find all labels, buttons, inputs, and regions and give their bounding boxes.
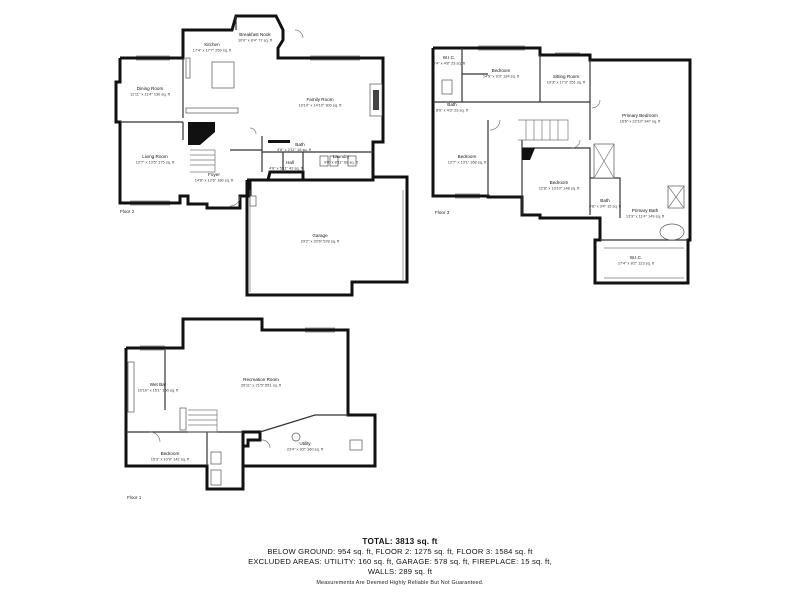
room-name: W.I.C.: [443, 55, 456, 60]
floor-1-plan: [124, 317, 377, 491]
room-name: Bath: [295, 142, 305, 147]
room-dims: 4'4" x 4'8" 23 sq. ft: [433, 61, 466, 66]
room-name: Kitchen: [204, 42, 220, 47]
room-name: Bath: [600, 198, 610, 203]
room-dims: 10'0" x 8'4" 77 sq. ft: [238, 38, 273, 43]
room-name: Bedroom: [492, 68, 511, 73]
excluded-areas: EXCLUDED AREAS: UTILITY: 160 sq. ft, GAR…: [248, 557, 552, 566]
garage-plan: [245, 175, 409, 297]
floor-3-label: Floor 3: [435, 210, 450, 215]
floor-3-plan: [431, 45, 692, 285]
room-name: Primary Bath: [632, 208, 659, 213]
room-name: Primary Bedroom: [622, 113, 658, 118]
room-name: Bedroom: [161, 451, 180, 456]
room-dims: 9'0" x 8'11" 68 sq. ft: [324, 160, 359, 165]
room-name: Bedroom: [458, 154, 477, 159]
room-dims: 14'5" x 9'3" 134 sq. ft: [483, 74, 520, 79]
room-dims: 29'11" x 21'5" 551 sq. ft: [241, 383, 282, 388]
room-name: Family Room: [306, 97, 333, 102]
room-dims: 4'8" x 2'11" 18 sq. ft: [277, 147, 312, 152]
floor-1-label: Floor 1: [127, 495, 142, 500]
room-dims: 12'7" x 13'1" 168 sq. ft: [448, 160, 487, 165]
room-name: Bath: [447, 102, 457, 107]
room-dims: 14'6" x 12'6" 180 sq. ft: [195, 178, 234, 183]
room-dims: 8'0" x 4'3" 23 sq. ft: [436, 108, 469, 113]
room-dims: 11'11" x 11'4" 130 sq. ft: [130, 92, 171, 97]
room-dims: 12'8" x 13'10" 148 sq. ft: [539, 186, 581, 191]
room-name: Hall: [286, 160, 294, 165]
room-dims: 16'6" x 22'10" 347 sq. ft: [620, 119, 662, 124]
room-dims: 4'6" x 5'11" 42 sq. ft: [269, 166, 304, 171]
room-dims: 12'7" x 13'5" 175 sq. ft: [136, 160, 175, 165]
floor-2-plan: [114, 14, 385, 210]
room-dims: 19'10" x 14'10" 300 sq. ft: [299, 103, 343, 108]
room-name: Utility: [299, 441, 311, 446]
room-name: Foyer: [208, 172, 220, 177]
room-dims: 29'2" x 20'6" 578 sq. ft: [301, 239, 340, 244]
room-dims: 15'3" x 10'9" 142 sq. ft: [151, 457, 190, 462]
room-name: Wet Bar: [150, 382, 167, 387]
floor-2-label: Floor 2: [120, 209, 135, 214]
room-dims: 23'4" x 9'2" 160 sq. ft: [287, 447, 324, 452]
room-name: Breakfast Nook: [239, 32, 271, 37]
total-area: TOTAL: 3813 sq. ft: [362, 537, 438, 546]
room-dims: 13'3" x 11'4" 149 sq. ft: [626, 214, 665, 219]
room-dims: 17'4" x 8'2" 123 sq. ft: [618, 261, 655, 266]
room-name: Recreation Room: [243, 377, 279, 382]
room-name: Sitting Room: [553, 74, 579, 79]
room-dims: 17'4" x 17'7" 259 sq. ft: [193, 48, 232, 53]
room-dims: 10'10" x 15'1" 150 sq. ft: [138, 388, 180, 393]
disclaimer: Measurements Are Deemed Highly Reliable …: [316, 580, 484, 586]
room-dims: 19'3" x 17'3" 251 sq. ft: [547, 80, 586, 85]
room-name: Dining Room: [137, 86, 164, 91]
room-name: Living Room: [142, 154, 168, 159]
room-name: Laundry: [333, 154, 350, 159]
walls-area: WALLS: 289 sq. ft: [367, 567, 433, 576]
floor-areas: BELOW GROUND: 954 sq. ft, FLOOR 2: 1275 …: [267, 547, 533, 556]
room-name: W.I.C.: [630, 255, 643, 260]
room-name: Bedroom: [550, 180, 569, 185]
room-name: Garage: [312, 233, 328, 238]
room-dims: 4'6" x 3'4" 15 sq. ft: [589, 204, 622, 209]
